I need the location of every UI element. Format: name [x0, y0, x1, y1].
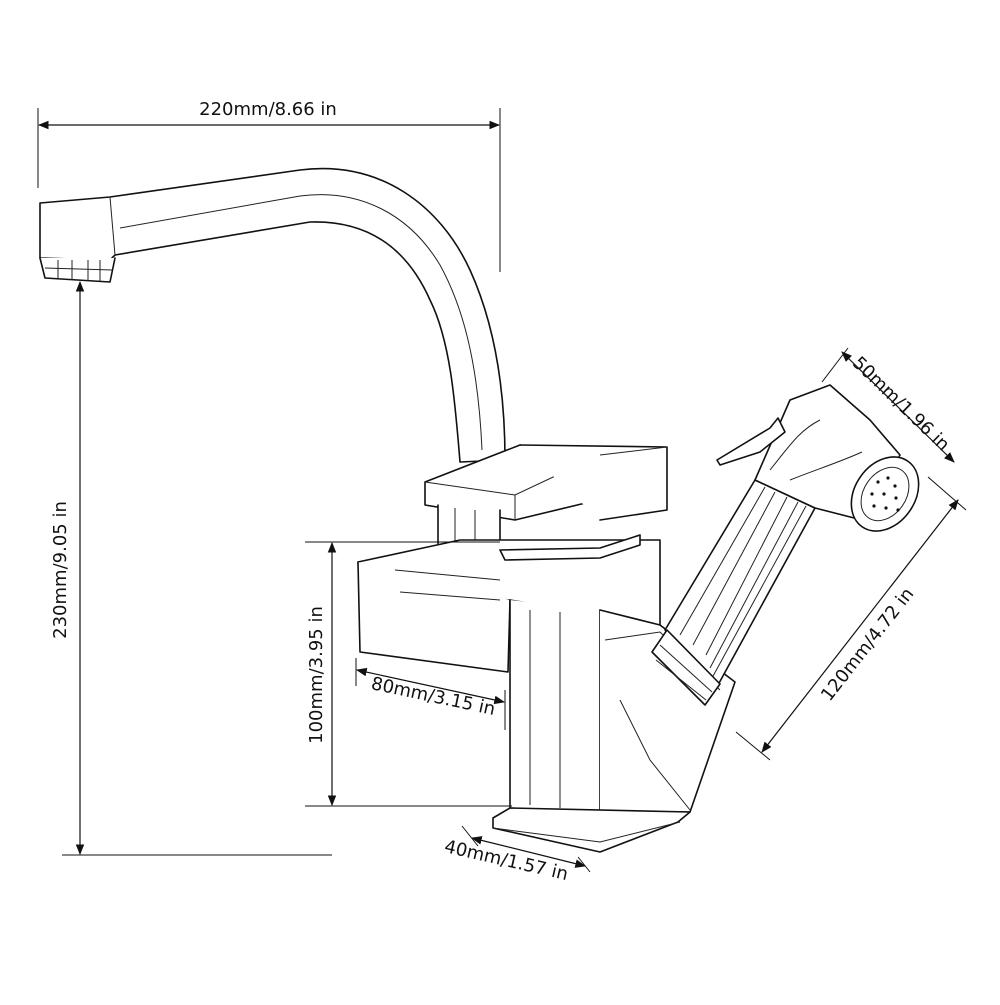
pull-out-hose — [651, 479, 816, 706]
dim-ext-head-left — [821, 347, 849, 383]
label-base-width: 40mm/1.57 in — [442, 836, 570, 885]
spout — [39, 167, 506, 463]
label-spout-reach: 220mm/8.66 in — [199, 99, 337, 120]
dimension-lines — [37, 108, 967, 873]
dim-line-spray-length — [761, 499, 959, 753]
dim-line-head — [841, 351, 955, 463]
label-spray-length: 120mm/4.72 in — [817, 584, 918, 705]
dim-line-base-width — [470, 836, 587, 868]
label-body-depth: 80mm/3.15 in — [369, 673, 497, 720]
dim-ext-spray-bottom — [735, 731, 771, 761]
label-total-height: 230mm/9.05 in — [50, 501, 71, 639]
base-plate — [492, 807, 691, 853]
dim-ext-head-right — [927, 476, 967, 511]
dim-line-depth — [355, 667, 506, 705]
label-base-height: 100mm/3.95 in — [306, 606, 327, 744]
faucet-illustration — [39, 167, 920, 853]
